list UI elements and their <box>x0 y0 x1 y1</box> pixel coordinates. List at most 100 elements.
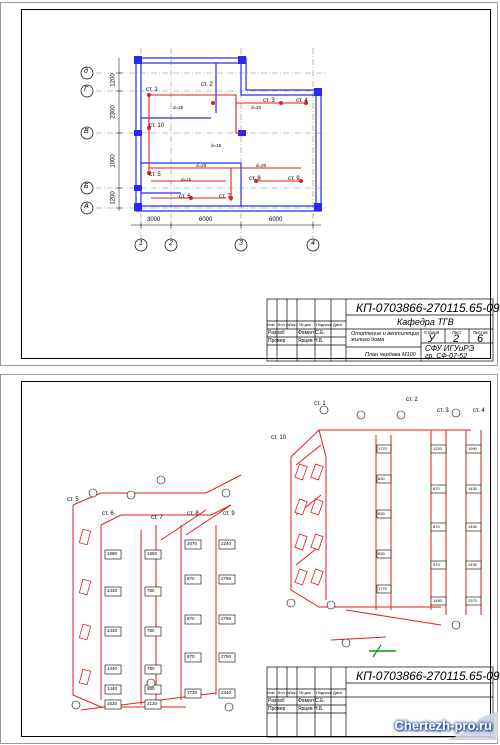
radiator-value: 2790 <box>221 654 232 659</box>
riser-label: ст. 3 <box>263 98 275 104</box>
sheet-header: Лист <box>452 330 462 335</box>
radiator-value: 2370 <box>468 598 477 603</box>
radiator-value: 1990 <box>107 551 118 556</box>
riser-label: ст. 7 <box>151 515 163 521</box>
dimension-label: 6000 <box>199 217 213 223</box>
radiator-value: 1440 <box>107 686 118 691</box>
radiator-value: 1440 <box>107 666 118 671</box>
dimension-label: 1000 <box>110 154 117 168</box>
header-cell: Лист <box>289 322 298 327</box>
watermark-text: Chertezh-pro.ru <box>394 718 493 733</box>
sheet-frame <box>21 381 491 737</box>
page-curl-icon <box>446 712 498 740</box>
riser-label: ст. 7 <box>219 194 231 200</box>
radiator-value: 2790 <box>221 576 232 581</box>
radiator-value: 1770 <box>378 586 387 591</box>
grid-col-label: 3 <box>239 240 243 247</box>
riser-label: ст. 1 <box>146 87 158 93</box>
radiator-value: 870 <box>187 654 195 659</box>
header-cell: № док <box>299 690 311 695</box>
dimension-label: 1200 <box>110 191 117 205</box>
radiator-value: 780 <box>147 666 155 671</box>
radiator-value: 870 <box>433 486 440 491</box>
radiator-value: 970 <box>433 562 440 567</box>
grid-row-label: Г <box>84 86 88 93</box>
header-cell: Подпись <box>316 322 332 327</box>
drawing-sheet-plan: д Г В Б А 1 2 3 4 3000 6000 6000 1200 23… <box>0 2 500 366</box>
department-label: Кафедра ТГВ <box>397 317 454 327</box>
role-label: Провер <box>268 706 286 712</box>
dimension-label: 2300 <box>110 105 117 119</box>
drawing-sheet-scheme: ст. 1 ст. 2 ст. 3 ст. 4 ст. 10 ст. 5 ст.… <box>0 374 500 744</box>
sheet-number: 2 <box>453 333 460 345</box>
radiator-value: 780 <box>147 628 155 633</box>
plan-title: План чердака М100 <box>365 352 416 358</box>
radiator-value: 630 <box>378 511 385 516</box>
role-label: Разраб <box>268 698 285 704</box>
pipe-diameter-label: d=15 <box>181 177 192 182</box>
radiator-value: 2340 <box>221 690 232 695</box>
name-label: Ярцев Н.Б. <box>298 706 324 712</box>
radiator-value: 1430 <box>468 486 477 491</box>
riser-label: ст. 8 <box>187 511 199 517</box>
radiator-value: 1440 <box>107 628 118 633</box>
radiator-value: 1730 <box>187 690 198 695</box>
name-label: Фамил С.Е. <box>298 330 325 336</box>
grid-row-label: Б <box>84 183 89 190</box>
riser-label: ст. 6 <box>179 194 191 200</box>
heating-scheme-drawing <box>71 405 494 738</box>
header-cell: Кол уч <box>278 322 290 327</box>
sheet-count: 6 <box>477 333 484 345</box>
site-watermark[interactable]: Chertezh-pro.ru <box>346 712 498 740</box>
riser-label: ст. 10 <box>271 435 287 441</box>
attic-plan-drawing <box>80 48 494 362</box>
header-cell: Изм <box>267 322 275 327</box>
drawing-title: Отопление и вентиляция жилого дома <box>351 331 419 343</box>
radiator-value: 1770 <box>378 446 387 451</box>
radiator-value: 2070 <box>187 541 198 546</box>
pipe-diameter-label: d=25 <box>196 163 207 168</box>
grid-row-label: В <box>84 128 89 135</box>
grid-row-label: А <box>84 203 89 210</box>
radiator-value: 2790 <box>221 616 232 621</box>
header-cell: Кол уч <box>278 690 290 695</box>
riser-label: ст. 9 <box>223 511 235 517</box>
radiator-value: 1660 <box>147 551 158 556</box>
grid-col-label: 4 <box>311 240 315 247</box>
riser-label: ст. 2 <box>406 397 418 403</box>
name-label: Фамил С.Е. <box>298 698 325 704</box>
riser-label: ст. 4 <box>296 98 308 104</box>
riser-label: ст. 10 <box>149 123 165 129</box>
header-cell: Дата <box>333 690 342 695</box>
group-label: гр. СФ-07-52 <box>425 353 468 360</box>
pipe-diameter-label: d=20 <box>256 163 267 168</box>
sheet-frame <box>21 9 491 359</box>
dimension-label: 1200 <box>110 73 117 87</box>
organization-label: СФУ ИГУиРЭ <box>425 344 475 353</box>
sheets-header: Листов <box>473 330 488 335</box>
pipe-diameter-label: d=25 <box>173 105 184 110</box>
radiator-value: 2240 <box>221 541 232 546</box>
radiator-value: 2120 <box>147 701 158 706</box>
grid-col-label: 1 <box>139 240 143 247</box>
pipe-diameter-label: d=15 <box>211 143 222 148</box>
riser-label: ст. 5 <box>67 497 79 503</box>
pipe-diameter-label: d=20 <box>251 105 262 110</box>
name-label: Ярцев Н.Б. <box>298 338 324 344</box>
radiator-value: 780 <box>147 588 155 593</box>
grid-col-label: 2 <box>169 240 173 247</box>
riser-label: ст. 4 <box>473 408 485 414</box>
riser-label: ст. 3 <box>437 408 449 414</box>
radiator-value: 1430 <box>468 524 477 529</box>
radiator-value: 1490 <box>433 598 442 603</box>
header-cell: № док <box>299 322 311 327</box>
riser-label: ст. 6 <box>102 511 114 517</box>
riser-label: ст. 5 <box>149 172 161 178</box>
header-cell: Подпись <box>316 690 332 695</box>
dimension-label: 6000 <box>269 217 283 223</box>
radiator-value: 1220 <box>433 446 442 451</box>
radiator-value: 630 <box>378 551 385 556</box>
stage-value: У <box>428 333 436 345</box>
riser-label: ст. 1 <box>314 401 326 407</box>
radiator-value: 870 <box>187 616 195 621</box>
